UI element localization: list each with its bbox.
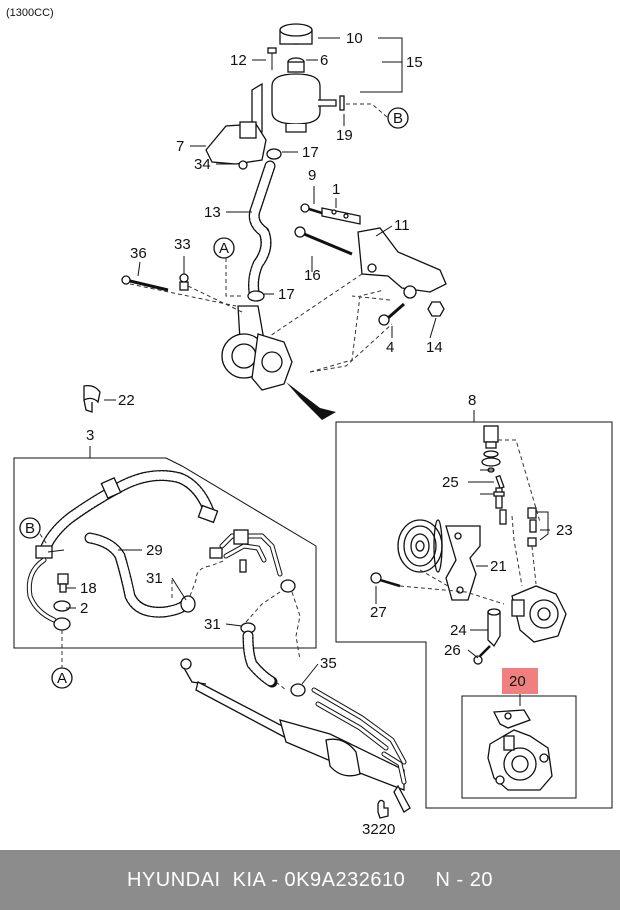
part-20-inset	[461, 695, 577, 799]
pump-assembly-box	[335, 421, 613, 809]
callout-10: 10	[346, 30, 363, 47]
callout-19: 19	[336, 127, 353, 144]
callout-1: 1	[332, 181, 340, 198]
callout-7: 7	[176, 138, 184, 155]
footer-bar: HYUNDAI KIA - 0K9A232610 N - 20	[0, 850, 620, 910]
mounting-bracket	[357, 227, 447, 299]
pulley	[397, 519, 443, 573]
pump-bracket	[445, 525, 481, 601]
pressure-hose	[26, 470, 219, 631]
callout-27: 27	[370, 604, 387, 621]
callout-35: 35	[320, 655, 337, 672]
parts-diagram: (1300CC)	[6, 7, 613, 838]
belt-direction-arrow	[286, 382, 336, 420]
bolt-36	[121, 275, 169, 292]
clamp-31-left	[180, 595, 196, 613]
reservoir-assembly	[205, 23, 389, 170]
callout-17a: 17	[302, 144, 319, 161]
callout-3: 3	[86, 427, 94, 444]
nut-14	[427, 301, 445, 317]
callout-18: 18	[80, 580, 97, 597]
callout-9: 9	[308, 167, 316, 184]
svg-text:A: A	[57, 670, 67, 687]
steering-gear	[180, 658, 411, 813]
adjust-link	[321, 207, 361, 225]
callout-22: 22	[118, 392, 135, 409]
connector-b-left: B	[19, 517, 41, 539]
pump-assembly-inset	[487, 709, 553, 791]
variant-label: (1300CC)	[6, 7, 54, 19]
callout-29: 29	[146, 542, 163, 559]
callout-25: 25	[442, 474, 459, 491]
callout-15: 15	[406, 54, 423, 71]
return-hose-29	[84, 532, 192, 618]
svg-text:A: A	[219, 240, 229, 257]
footer-text: HYUNDAI KIA - 0K9A232610 N - 20	[127, 868, 493, 891]
callout-16: 16	[304, 267, 321, 284]
suction-hose	[247, 160, 276, 302]
callout-8: 8	[468, 392, 476, 409]
callout-26: 26	[444, 642, 461, 659]
pump-right	[511, 585, 567, 643]
connector-a-top: A	[213, 237, 235, 259]
callout-17b: 17	[278, 286, 295, 303]
reference-icon	[377, 799, 389, 819]
bolt-27	[370, 572, 401, 588]
flow-valve-parts	[481, 425, 507, 525]
callout-31b: 31	[204, 616, 221, 633]
suction-fitting-24	[487, 608, 501, 648]
callout-14: 14	[426, 339, 443, 356]
callout-2: 2	[80, 600, 88, 617]
steel-lines	[209, 529, 296, 593]
long-bolt	[294, 226, 353, 256]
callout-34: 34	[194, 156, 211, 173]
callout-11: 11	[394, 217, 410, 234]
section-reference: 3220	[362, 821, 395, 838]
bolt-9	[300, 203, 323, 215]
callout-21: 21	[490, 558, 507, 575]
svg-text:B: B	[393, 110, 403, 127]
bolt-4	[378, 302, 405, 326]
connector-b-top: B	[387, 107, 409, 129]
svg-text:B: B	[25, 520, 35, 537]
washer-2	[53, 600, 71, 612]
bolt-26	[473, 645, 491, 665]
callout-31a: 31	[146, 570, 163, 587]
clamp-35	[290, 683, 306, 697]
callout-24: 24	[450, 622, 467, 639]
part-20-highlight	[502, 668, 538, 694]
callout-6: 6	[320, 52, 328, 69]
return-hose-lower	[242, 630, 278, 688]
pump-upper	[221, 305, 293, 391]
hose-group-box	[13, 457, 317, 649]
connector-a-left: A	[51, 667, 73, 689]
callout-labels: 10 12 6 15 19 7 34 17 9 1 13 11 33 36 16…	[80, 30, 573, 838]
callout-23: 23	[556, 522, 573, 539]
clip-22	[83, 384, 101, 413]
callout-12: 12	[230, 52, 247, 69]
callout-13: 13	[204, 204, 221, 221]
union-bolt-18	[57, 573, 69, 593]
callout-20: 20	[509, 673, 526, 690]
callout-4: 4	[386, 339, 394, 356]
callout-36: 36	[130, 245, 147, 262]
callout-33: 33	[174, 236, 191, 253]
bolt-33	[179, 273, 189, 291]
